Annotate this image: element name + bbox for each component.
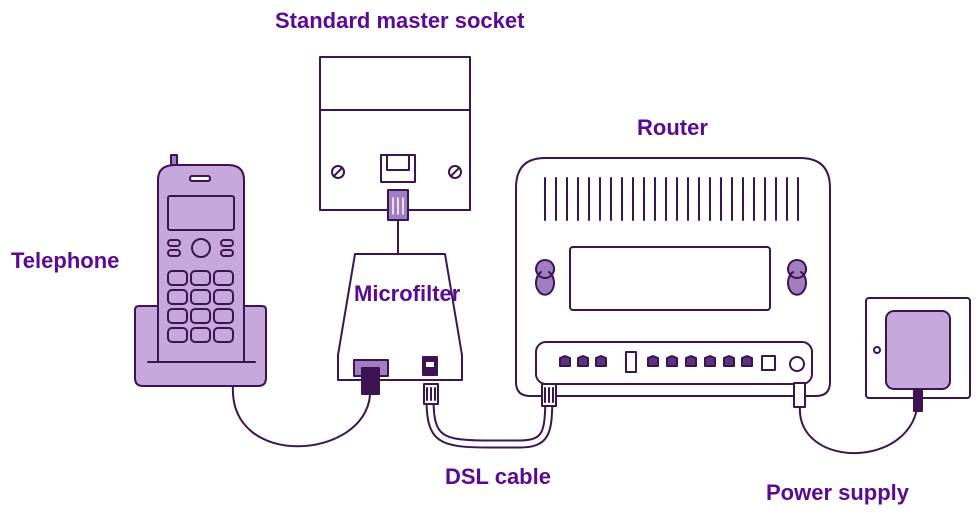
- screw-left-icon: [331, 165, 345, 179]
- power-adapter-icon: [885, 310, 951, 390]
- screw-right-icon: [448, 165, 462, 179]
- power-supply: [865, 297, 971, 412]
- filter-phone-plug-icon: [361, 367, 380, 395]
- microfilter: [337, 253, 463, 405]
- keypad: [167, 270, 234, 343]
- router-label-panel: [569, 246, 771, 311]
- vent-slots: [544, 177, 799, 221]
- power-port-icon: [789, 356, 805, 372]
- mount-hole-left-icon: [535, 259, 556, 296]
- phone-cable: [231, 384, 371, 448]
- power-plug-router-icon: [793, 382, 806, 408]
- microfilter-label: Microfilter: [354, 281, 461, 306]
- dsl-cable: [425, 393, 554, 449]
- power-supply-label: Power supply: [766, 480, 910, 505]
- mount-hole-right-icon: [787, 259, 808, 296]
- socket-label: Standard master socket: [275, 8, 525, 33]
- power-cable: [798, 399, 919, 455]
- master-socket: [319, 56, 471, 221]
- router-port-panel: [535, 341, 813, 385]
- socket-port-icon: [380, 154, 416, 183]
- reset-button-icon: [761, 355, 776, 371]
- router-ports: [559, 355, 753, 367]
- usb-port-icon: [625, 351, 637, 373]
- telephone-label: Telephone: [11, 248, 120, 273]
- dsl-cable-label: DSL cable: [445, 464, 551, 489]
- telephone: [134, 154, 267, 387]
- router-label: Router: [637, 115, 708, 140]
- router: [515, 157, 831, 408]
